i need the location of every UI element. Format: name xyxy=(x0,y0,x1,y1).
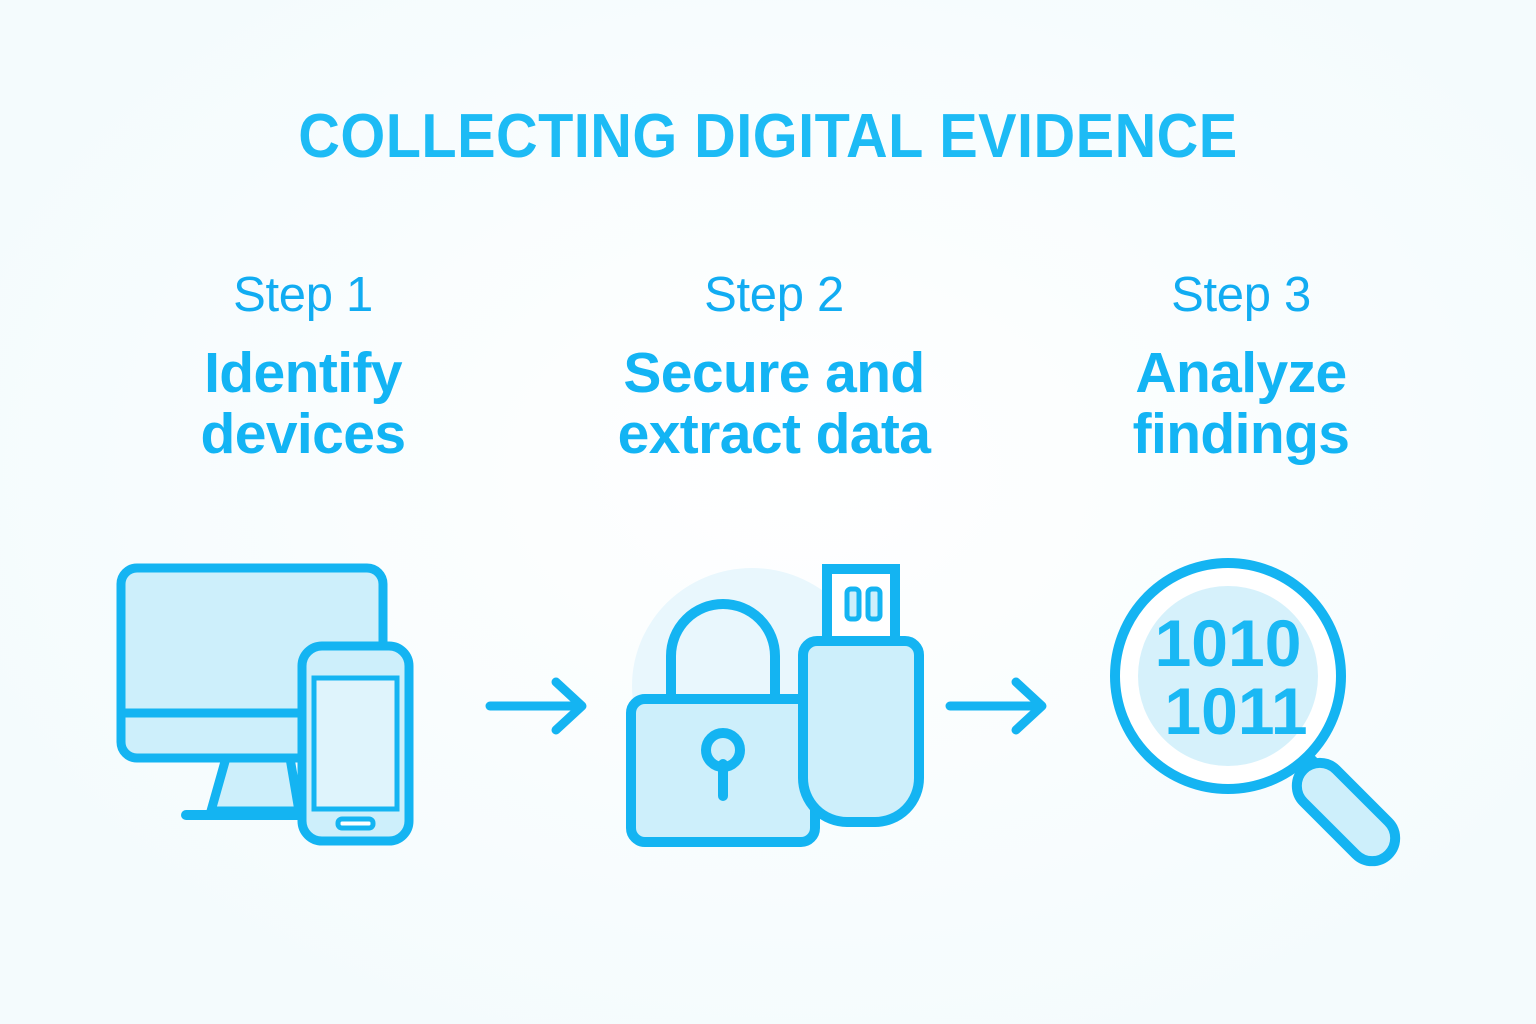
step-2-icon-slot xyxy=(594,536,964,876)
step-2-title-line-2: extract data xyxy=(617,402,931,467)
arrow-head xyxy=(1011,677,1047,735)
step-1-title-line-2: devices xyxy=(200,402,407,467)
padlock-shackle xyxy=(666,599,780,713)
arrow-right-icon xyxy=(945,677,1047,735)
arrow-head xyxy=(551,677,587,735)
step-1-icon-slot xyxy=(74,536,504,876)
step-3-title-line-2: findings xyxy=(1132,402,1350,467)
connector-arrow-1-slot xyxy=(470,536,610,876)
step-3-icon-slot: 1010 1011 xyxy=(1068,536,1468,876)
step-2-label: Step 2 xyxy=(704,268,844,322)
monitor-stand-neck xyxy=(206,753,304,816)
steps-text-row: Step 1 Identify devices Step 2 Secure an… xyxy=(0,268,1536,466)
usb-connector-slot-right xyxy=(865,586,883,622)
step-3-label: Step 3 xyxy=(1171,268,1311,322)
padlock-and-usb-drive-icon xyxy=(626,564,924,847)
step-2-title-line-1: Secure and xyxy=(623,340,925,405)
step-1-label: Step 1 xyxy=(233,268,373,322)
step-3-title: Analyze findings xyxy=(1009,340,1473,467)
magnifier-handle xyxy=(1291,757,1401,867)
step-1-text: Step 1 Identify devices xyxy=(63,268,533,466)
phone-home-button-icon xyxy=(335,816,376,831)
binary-line-2: 1011 xyxy=(1164,674,1307,748)
monitor-and-phone-icon xyxy=(116,563,414,846)
binary-line-1: 1010 xyxy=(1155,606,1302,680)
step-3-text: Step 3 Analyze findings xyxy=(1003,268,1473,466)
step-1-title: Identify devices xyxy=(73,340,533,467)
magnifier-lens-tint xyxy=(1138,586,1318,766)
phone-screen-shape xyxy=(311,675,400,812)
step-3-title-line-1: Analyze xyxy=(1135,340,1347,405)
step-2-title: Secure and extract data xyxy=(545,340,1003,467)
connector-arrow-2-slot xyxy=(930,536,1070,876)
page-title: COLLECTING DIGITAL EVIDENCE xyxy=(298,102,1238,171)
usb-connector-slot-left xyxy=(844,586,862,622)
arrow-right-icon xyxy=(485,677,587,735)
icons-row: 1010 1011 xyxy=(0,536,1536,876)
step-1-title-line-1: Identify xyxy=(204,340,402,405)
usb-drive-body xyxy=(798,636,924,827)
step-2-text: Step 2 Secure and extract data xyxy=(533,268,1003,466)
magnifying-glass-binary-icon: 1010 1011 xyxy=(1110,558,1401,867)
